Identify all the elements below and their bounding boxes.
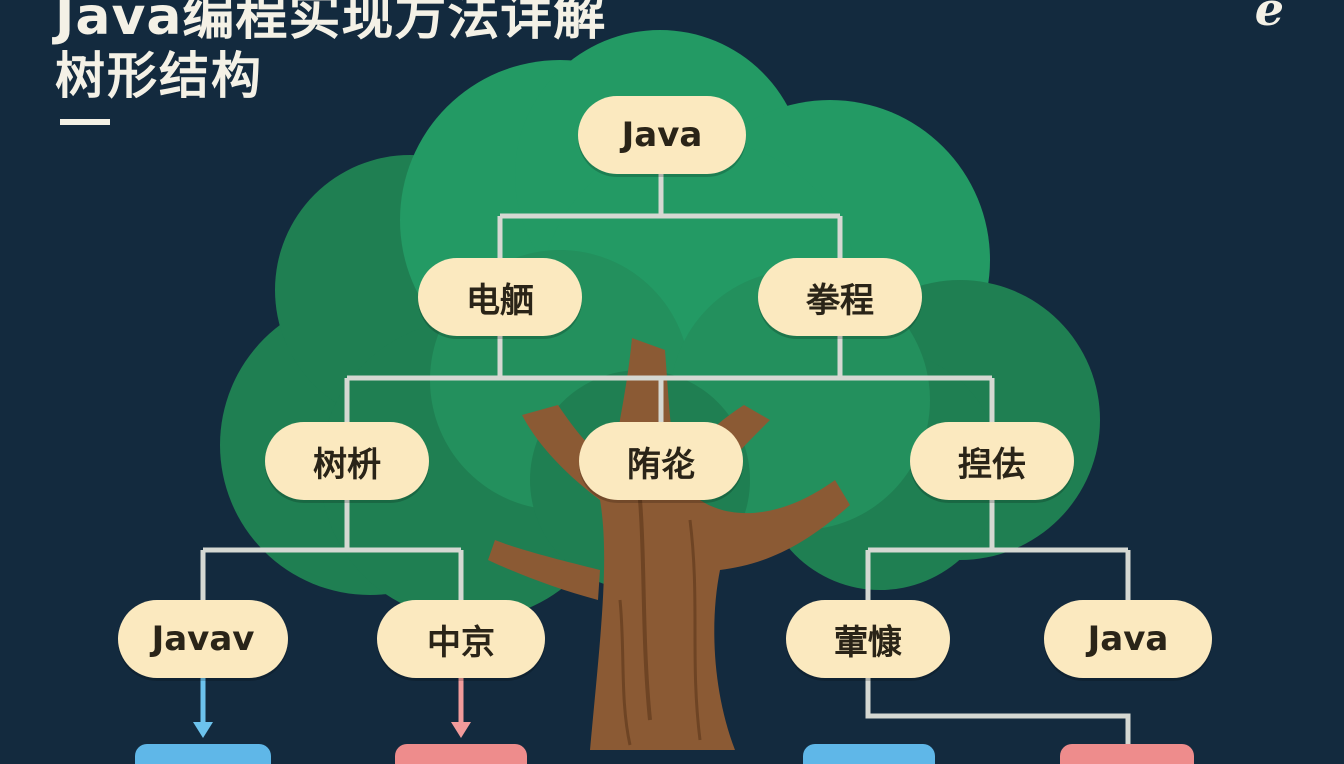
node-level3-2[interactable]: 中京 [377, 600, 545, 678]
connector-lines [200, 172, 1131, 745]
page-title-top: Java编程实现方法详解 [55, 0, 607, 47]
logo-icon: e [1254, 0, 1284, 36]
title-underline [60, 119, 110, 125]
node-level2-right[interactable]: 揑佉 [910, 422, 1074, 500]
tree-trunk [488, 338, 850, 750]
page-title: 树形结构 [55, 47, 263, 105]
node-level2-middle[interactable]: 陏炛 [579, 422, 743, 500]
node-level1-left[interactable]: 电舾 [418, 258, 582, 336]
node-level2-left[interactable]: 树枡 [265, 422, 429, 500]
bottom-box-pink-left [395, 744, 527, 764]
node-level3-4[interactable]: Java [1044, 600, 1212, 678]
bottom-box-pink-right [1060, 744, 1194, 764]
node-root[interactable]: Java [578, 96, 746, 174]
arrow-pink-icon [451, 678, 471, 738]
arrow-blue-icon [193, 678, 213, 738]
bottom-box-blue-right [803, 744, 935, 764]
node-level1-right[interactable]: 拳程 [758, 258, 922, 336]
node-level3-1[interactable]: Javav [118, 600, 288, 678]
bottom-box-blue-left [135, 744, 271, 764]
node-level3-3[interactable]: 葷慷 [786, 600, 950, 678]
